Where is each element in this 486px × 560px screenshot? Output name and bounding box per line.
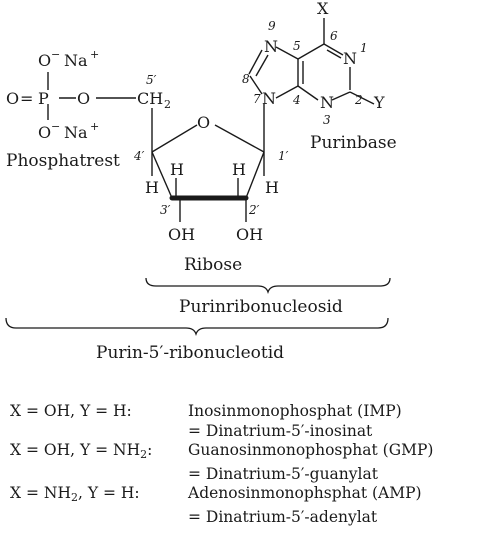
locant-4: 4 <box>292 93 301 107</box>
bond-c8-n7 <box>249 75 263 95</box>
bond-n7-c4 <box>275 85 299 99</box>
locant-2: 2 <box>354 93 363 107</box>
phosphate-p-atom: P <box>38 89 49 108</box>
legend-row-amp: X = NH2, Y = H: Adenosinmonophsphat (AMP… <box>10 484 480 508</box>
purine-n3: N <box>320 93 334 112</box>
legend-row-amp-salt: = Dinatrium-5′-adenylat <box>10 508 480 528</box>
legend-compound-name: Guanosinmonophosphat (GMP) <box>188 441 434 459</box>
ribose-label: Ribose <box>184 255 242 275</box>
phosphate-o-double: O <box>6 89 19 108</box>
phosphate-na-top-charge: + <box>90 48 99 61</box>
legend: X = OH, Y = H: Inosinmonophosphat (IMP) … <box>10 402 480 527</box>
bond-c4-o <box>151 124 198 153</box>
bond-n9-c8 <box>248 49 263 75</box>
locant-2-prime: 2′ <box>248 203 260 217</box>
bond-n9-c5 <box>275 46 299 60</box>
phosphate-label: Phosphatrest <box>6 151 120 171</box>
ribose-ch2: CH <box>137 89 163 108</box>
locant-3: 3 <box>323 113 331 127</box>
bond-c2-y <box>349 91 375 105</box>
locant-1: 1 <box>360 41 368 55</box>
ribose-h-c2: H <box>232 160 246 179</box>
phosphate-o-top-charge: − <box>51 48 60 61</box>
locant-8: 8 <box>242 72 250 86</box>
phosphate-o-bridge: O <box>77 89 90 108</box>
phosphate-na-bottom-charge: + <box>90 120 99 133</box>
legend-row-imp-salt: = Dinatrium-5′-inosinat <box>10 422 480 442</box>
phosphate-o-bottom-charge: − <box>51 120 60 133</box>
phosphate-na-bottom: Na <box>64 123 88 142</box>
ribose-oh-c2: OH <box>236 225 263 244</box>
locant-5-prime: 5′ <box>146 73 157 87</box>
bond-n9-c8-double <box>255 54 269 77</box>
bond-c5-c6 <box>297 43 325 60</box>
locant-3-prime: 3′ <box>160 203 171 217</box>
legend-compound-name: Adenosinmonophsphat (AMP) <box>188 484 422 502</box>
legend-condition: X = OH, Y = NH2: <box>10 441 153 461</box>
purine-n7: N <box>262 89 276 108</box>
legend-row-imp: X = OH, Y = H: Inosinmonophosphat (IMP) <box>10 402 480 422</box>
brace-nucleotide-path <box>5 317 389 337</box>
ribose-h-c3: H <box>170 160 184 179</box>
legend-row-gmp: X = OH, Y = NH2: Guanosinmonophosphat (G… <box>10 441 480 465</box>
legend-condition: X = OH, Y = H: <box>10 402 132 420</box>
bond-c6-n1 <box>323 43 344 56</box>
locant-1-prime: 1′ <box>278 149 289 163</box>
phosphate-na-top: Na <box>64 51 88 70</box>
legend-compound-name: Inosinmonophosphat (IMP) <box>188 402 402 420</box>
locant-4-prime: 4′ <box>133 149 145 163</box>
brace-nucleotide: Purin-5′-ribonucleotid <box>5 317 389 363</box>
locant-9: 9 <box>268 19 276 33</box>
locant-7: 7 <box>253 92 261 106</box>
locant-6: 6 <box>330 29 338 43</box>
ribose-h-c4: H <box>145 178 159 197</box>
ribose-ring-oxygen: O <box>197 113 210 132</box>
ribose-oh-c3: OH <box>168 225 195 244</box>
phosphate-o-top: O <box>38 51 51 70</box>
ribose-h-c1: H <box>265 178 279 197</box>
purine-n1: N <box>343 49 357 68</box>
bond-c2-n3 <box>331 91 351 101</box>
bond-c1-c2 <box>245 151 265 199</box>
legend-salt-name: = Dinatrium-5′-inosinat <box>188 421 373 440</box>
bond-n3-c4 <box>297 85 319 101</box>
phosphate-group: O − Na + O = P O O − Na + Phosphatrest <box>6 48 136 171</box>
bond-c4-c3 <box>151 151 173 199</box>
ribose-ch2-subscript: 2 <box>164 98 171 111</box>
brace-nucleoside-path <box>145 277 391 295</box>
legend-salt-name: = Dinatrium-5′-guanylat <box>188 464 378 483</box>
purine-base-label: Purinbase <box>310 133 397 153</box>
purine-n9: N <box>264 37 278 56</box>
locant-5: 5 <box>293 39 301 53</box>
brace-nucleoside-label: Purinribonucleosid <box>179 297 343 317</box>
legend-salt-name: = Dinatrium-5′-adenylat <box>188 507 378 526</box>
purine-base: N 9 8 N 7 5 4 6 X N 1 2 Y N 3 Purinbase <box>242 0 397 153</box>
brace-nucleotide-label: Purin-5′-ribonucleotid <box>96 343 284 363</box>
phosphate-double-bond: = <box>20 89 33 108</box>
ribose-ring: CH 2 5′ O H H H H 4′ 3′ 2′ 1′ OH OH Ribo… <box>133 73 289 275</box>
purine-x: X <box>317 0 329 18</box>
phosphate-o-bottom: O <box>38 123 51 142</box>
bond-c6-n1-double <box>326 49 342 59</box>
nucleotide-structure-diagram: O − Na + O = P O O − Na + Phosphatrest C… <box>5 0 397 363</box>
bond-o-c1 <box>214 124 265 153</box>
brace-nucleoside: Purinribonucleosid <box>145 277 391 317</box>
legend-condition: X = NH2, Y = H: <box>10 484 140 504</box>
purine-y: Y <box>373 93 385 112</box>
legend-row-gmp-salt: = Dinatrium-5′-guanylat <box>10 465 480 485</box>
